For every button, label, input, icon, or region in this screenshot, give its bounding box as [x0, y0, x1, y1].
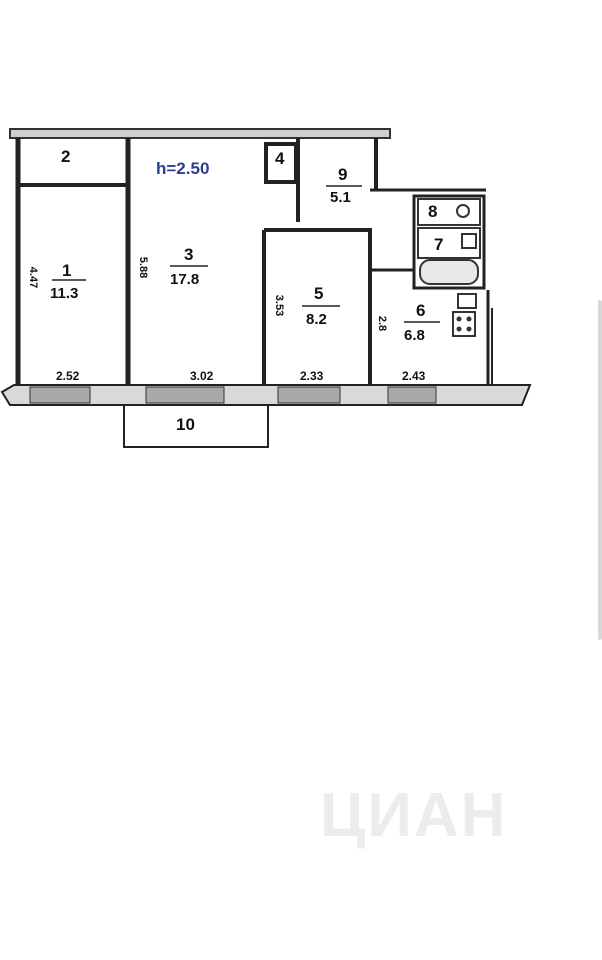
fridge-icon [457, 293, 477, 309]
room3-width-dim: 3.02 [190, 369, 214, 383]
room-3-area: 17.8 [170, 271, 200, 288]
room-6-number: 6 [416, 301, 426, 320]
room-7-number: 7 [434, 235, 444, 254]
sink-icon [461, 233, 477, 249]
top-wall [9, 128, 391, 139]
room3-length-dim: 5.88 [137, 256, 150, 279]
room-10-number: 10 [176, 415, 195, 434]
scrollbar[interactable] [598, 300, 602, 640]
bathroom-block [412, 194, 486, 290]
room1-width-dim: 2.52 [56, 369, 80, 383]
room5-length-dim: 3.53 [273, 294, 286, 317]
room-8-number: 8 [428, 202, 438, 221]
room-3-number: 3 [184, 245, 194, 264]
room-1-number: 1 [62, 261, 72, 280]
window [29, 386, 91, 404]
room-9-area: 5.1 [330, 189, 351, 206]
room-6-area: 6.8 [404, 327, 425, 344]
balcony-10 [123, 404, 269, 448]
bathtub [419, 259, 479, 285]
room6-length-dim: 2.8 [376, 315, 389, 332]
window [145, 386, 225, 404]
room1-length-dim: 4.47 [27, 266, 40, 289]
room-2-number: 2 [61, 147, 71, 166]
room-4-number: 4 [275, 149, 285, 168]
burner-icon [466, 316, 472, 322]
ceiling-height-label: h=2.50 [156, 159, 210, 178]
room-1-area: 11.3 [50, 285, 79, 302]
burner-icon [456, 316, 462, 322]
room5-width-dim: 2.33 [300, 369, 324, 383]
room-5-area: 8.2 [306, 311, 327, 328]
burner-icon [466, 326, 472, 332]
room-9-number: 9 [338, 165, 348, 184]
room6-width-dim: 2.43 [402, 369, 426, 383]
burner-icon [456, 326, 462, 332]
watermark: ЦИАН [320, 781, 508, 850]
stove-icon [452, 311, 476, 337]
wc-8 [417, 198, 481, 226]
bath-7 [417, 227, 481, 259]
toilet-icon [456, 204, 470, 218]
window [387, 386, 437, 404]
window [277, 386, 341, 404]
room-5-number: 5 [314, 284, 324, 303]
